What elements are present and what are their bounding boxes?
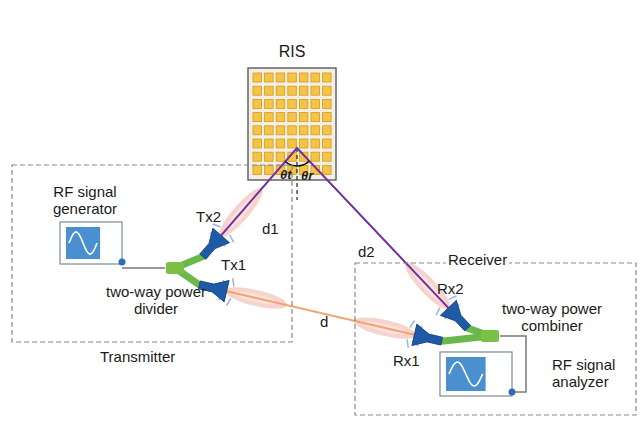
reflected-path	[221, 148, 448, 308]
signal-generator-icon	[60, 222, 122, 264]
ris-elements	[253, 73, 331, 174]
node-title: Transmitter	[100, 348, 175, 365]
ris-panel: RIS	[248, 68, 336, 180]
signal-analyzer: RF signal analyzer	[440, 352, 512, 396]
part-label: Tx2	[196, 208, 221, 225]
component-label: two-way power divider	[104, 283, 208, 318]
angle-arc	[297, 161, 309, 166]
port-dot	[119, 259, 126, 266]
part-label: Rx2	[437, 280, 464, 297]
horn-antenna	[440, 300, 475, 335]
node-title: RF signal analyzer	[552, 356, 638, 391]
direct-path	[227, 291, 415, 335]
angle-label: θr	[301, 169, 313, 184]
receiver-group: ReceiverRF signal analyzer	[355, 263, 636, 415]
component-label: two-way power combiner	[500, 300, 604, 335]
power-divider	[166, 257, 203, 285]
receiver-outline	[355, 263, 636, 415]
node-title: RIS	[248, 43, 336, 61]
horn-antenna	[412, 324, 444, 352]
power-combiner	[442, 328, 499, 342]
angle-label: θt	[280, 168, 292, 183]
normal-line	[296, 148, 297, 200]
signal-generator: RF signal generator	[60, 222, 122, 264]
part-label: d1	[262, 220, 279, 237]
part-label: Tx1	[221, 256, 246, 273]
node-title: RF signal generator	[20, 183, 150, 218]
part-label: Rx1	[393, 352, 420, 369]
signal-analyzer-icon	[440, 352, 512, 396]
node-title: Receiver	[446, 251, 509, 268]
part-label: d	[320, 313, 328, 330]
transmitter-outline	[12, 165, 292, 342]
ris-panel	[248, 68, 336, 180]
part-label: d2	[358, 243, 375, 260]
port-dot	[509, 389, 516, 396]
